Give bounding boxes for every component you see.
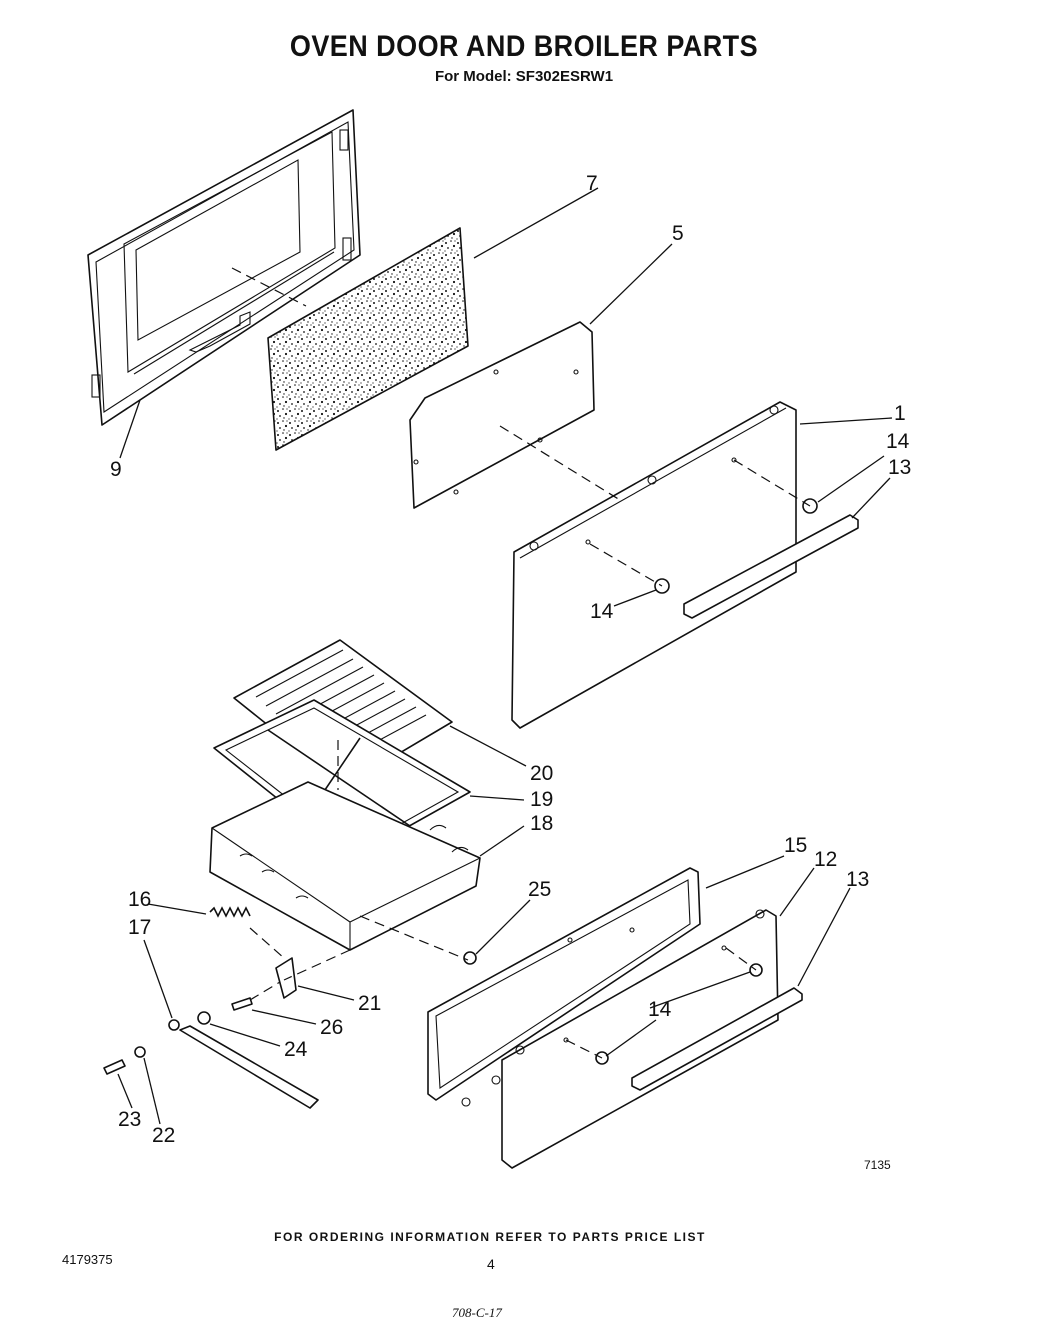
callout-7: 7 [586,172,598,195]
callout-19: 19 [530,788,553,811]
oven-door-handle [683,514,859,619]
callout-18: 18 [530,812,553,835]
figure-number: 7135 [864,1158,891,1172]
broiler-spring [209,906,251,918]
latch-bracket [275,957,297,999]
callout-15: 15 [784,834,807,857]
callout-25: 25 [528,878,551,901]
page-number: 4 [487,1256,495,1272]
callout-14: 14 [590,600,614,623]
broiler-door-rod [179,1025,319,1109]
broiler-door-handle [631,987,803,1091]
callout-24: 24 [284,1038,308,1061]
callout-23: 23 [118,1108,141,1131]
callout-17: 17 [128,916,151,939]
callout-14: 14 [886,430,910,453]
callout-16: 16 [128,888,151,911]
inner-door-frame [87,109,361,426]
handwritten-note: 708-C-17 [452,1305,502,1320]
callout-21: 21 [358,992,381,1015]
bracket-screw [231,997,253,1011]
broiler-pan [209,781,481,951]
alignment-lines [231,267,811,1059]
bushing [168,1019,180,1031]
callout-9: 9 [110,458,122,481]
rod-screw [103,1059,126,1075]
roller [463,951,477,965]
callout-1: 1 [894,402,906,425]
callout-20: 20 [530,762,553,785]
document-number: 4179375 [62,1252,113,1267]
callout-13: 13 [846,868,869,891]
outer-oven-door [511,401,797,729]
broiler-inner-panel [427,867,701,1107]
page-title: OVEN DOOR AND BROILER PARTS [289,30,759,63]
door-insulation [267,227,469,451]
callout-12: 12 [814,848,837,871]
ordering-note: FOR ORDERING INFORMATION REFER TO PARTS … [274,1230,706,1244]
broiler-outer-door [501,909,779,1169]
callout-26: 26 [320,1016,343,1039]
washer [134,1046,146,1058]
model-subtitle: For Model: SF302ESRW1 [434,68,614,85]
inner-door-panel [409,321,595,509]
callout-22: 22 [152,1124,175,1147]
callout-5: 5 [672,222,684,245]
callout-13: 13 [888,456,911,479]
bracket-nut [197,1011,211,1025]
leader-lines [117,187,893,1125]
callout-14: 14 [648,998,672,1021]
